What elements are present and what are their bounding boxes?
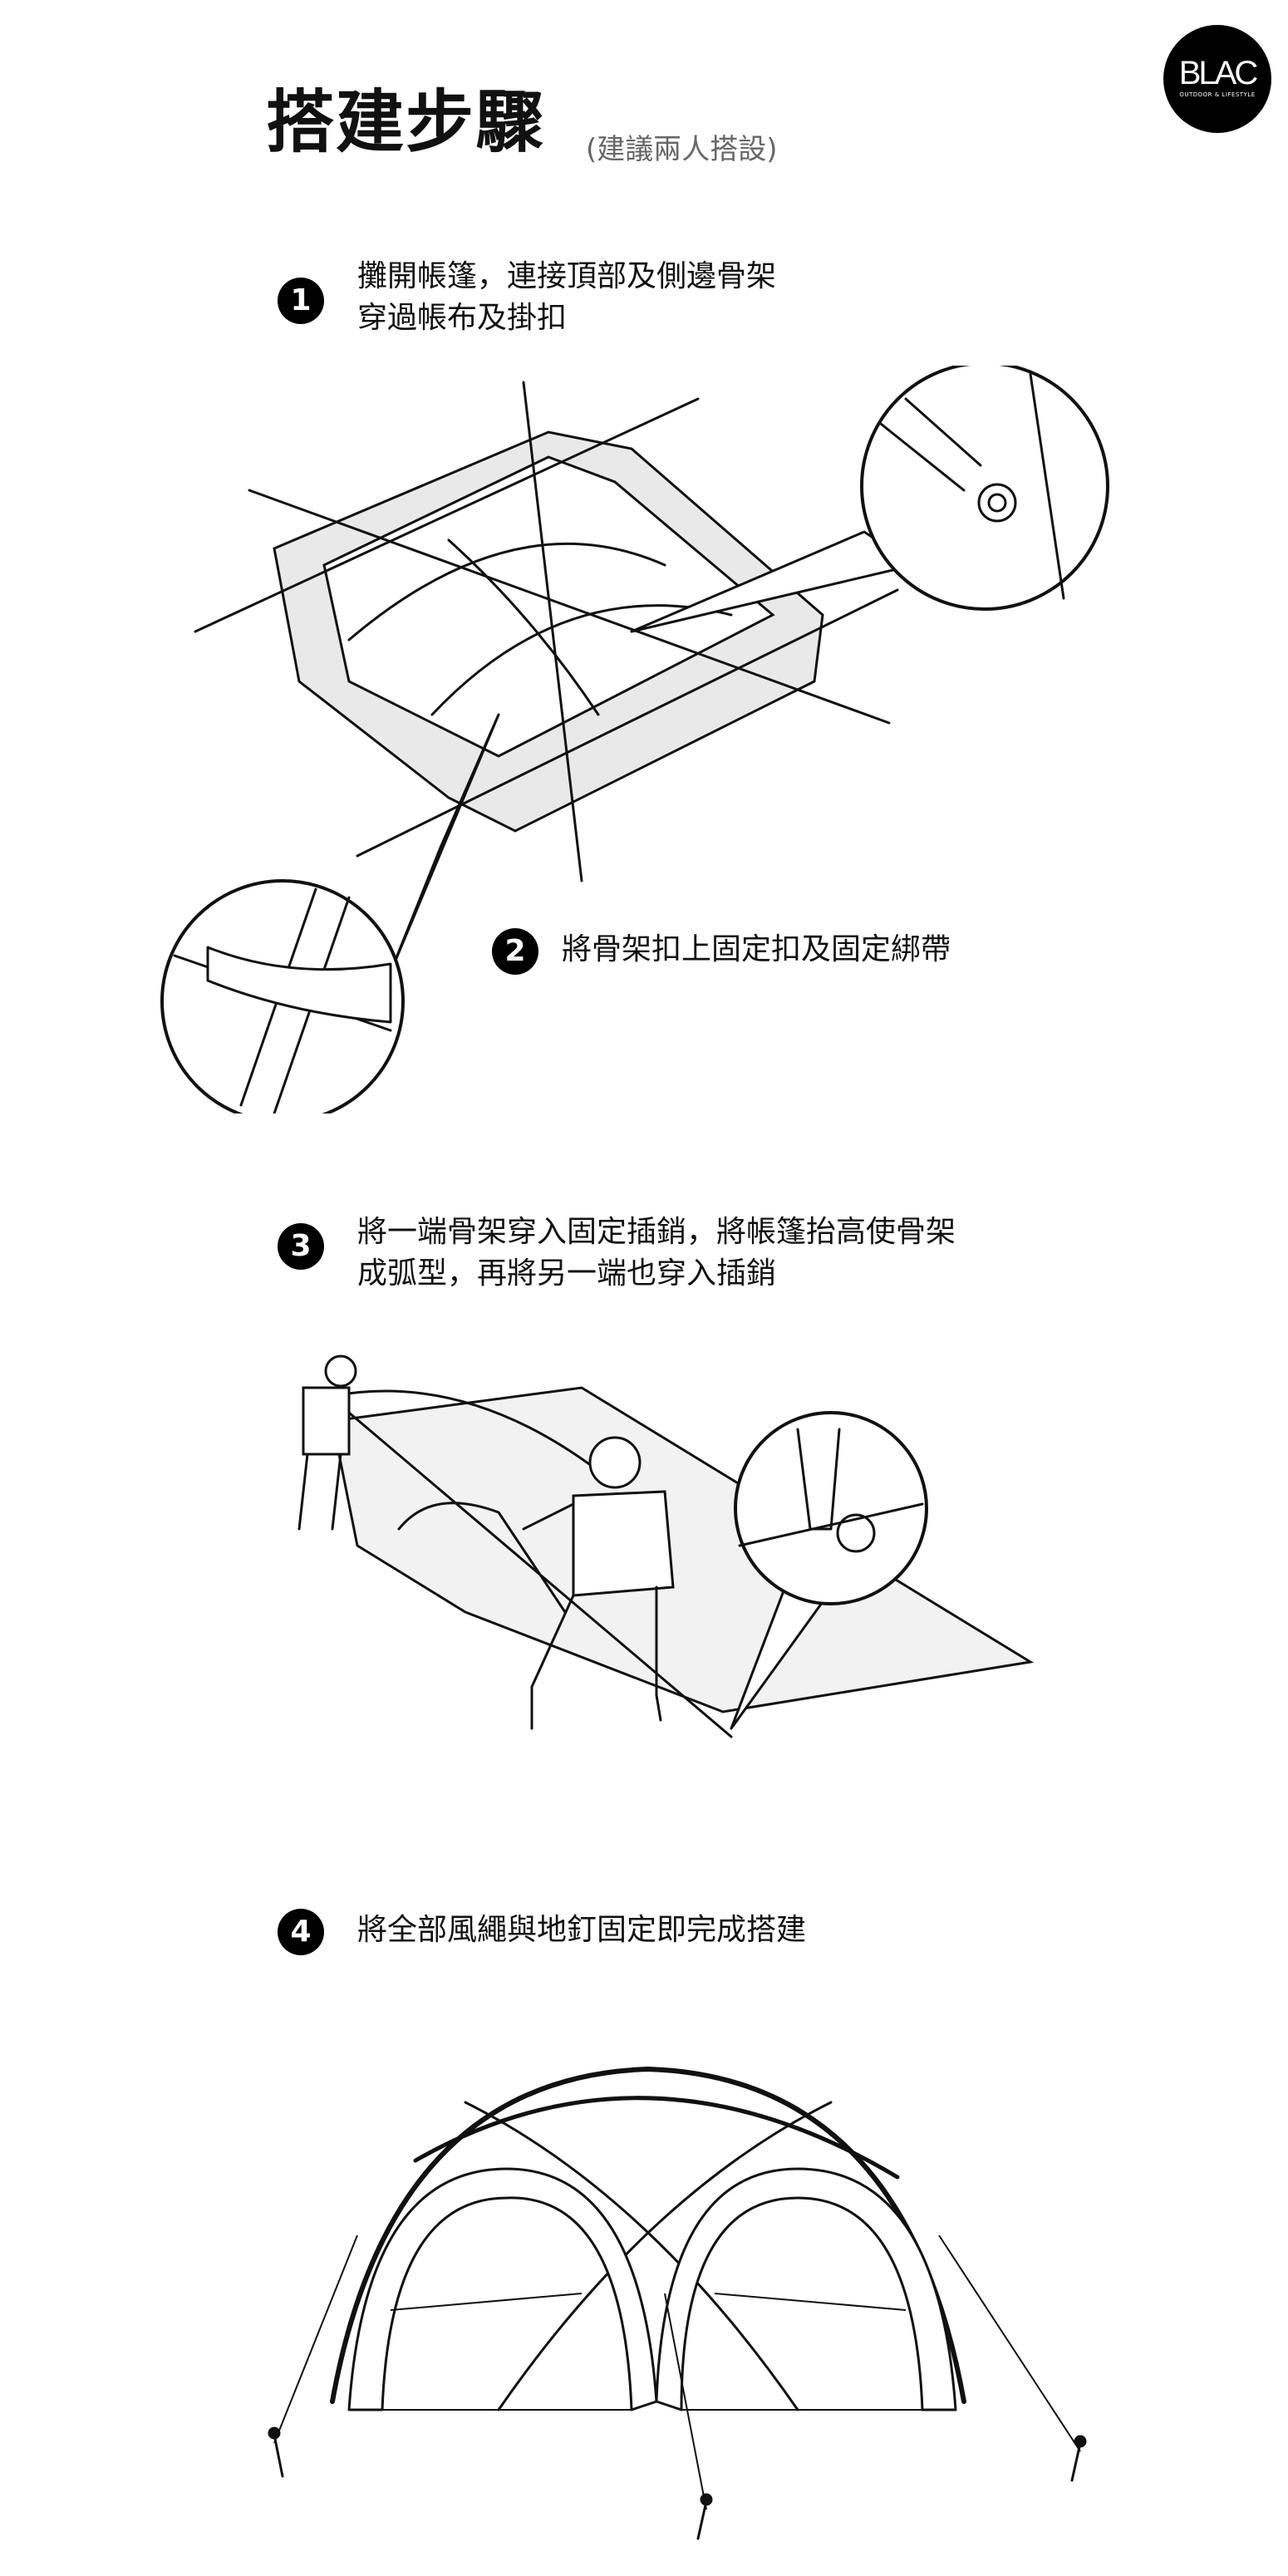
step-3-illustration (297, 1354, 1035, 1738)
step-1-badge: 1 (278, 278, 324, 324)
flat-tent-drawing (194, 381, 899, 882)
step-1-text: 攤開帳篷，連接頂部及側邊骨架 穿過帳布及掛扣 (357, 256, 776, 339)
step-1-line-1: 攤開帳篷，連接頂部及側邊骨架 (357, 259, 777, 293)
detail-magnifier-grommet (630, 366, 1109, 633)
page-subtitle: (建議兩人搭設) (586, 133, 778, 166)
detail-magnifier-pin (730, 1411, 928, 1730)
step-1-2-illustration (160, 366, 1109, 1113)
person-left (297, 1354, 357, 1531)
tent-raising-drawing (331, 1386, 1035, 1738)
step-4-badge: 4 (278, 1909, 324, 1955)
dome-tent-drawing (273, 2067, 1081, 2510)
step-3-line-1: 將一端骨架穿入固定插銷，將帳篷抬高使骨架 (357, 1215, 956, 1249)
person-right (522, 1436, 675, 1730)
logo-tagline: OUTDOOR & LIFESTYLE (1179, 91, 1256, 98)
step-4-text: 將全部風繩與地釘固定即完成搭建 (357, 1910, 806, 1951)
step-4-line-1: 將全部風繩與地釘固定即完成搭建 (357, 1913, 807, 1947)
step-1-line-2: 穿過帳布及掛扣 (357, 301, 568, 335)
step-3-badge: 3 (278, 1223, 324, 1270)
brand-logo: BLAC OUTDOOR & LIFESTYLE (1163, 25, 1271, 133)
step-2-badge: 2 (492, 928, 538, 975)
detail-magnifier-strap (160, 713, 500, 1113)
page-title: 搭建步驟 (266, 83, 546, 162)
step-2-line-1: 將骨架扣上固定扣及固定綁帶 (562, 932, 951, 966)
step-3-line-2: 成弧型，再將另一端也穿入插銷 (357, 1256, 777, 1290)
step-3-text: 將一端骨架穿入固定插銷，將帳篷抬高使骨架 成弧型，再將另一端也穿入插銷 (357, 1212, 956, 1295)
step-2-text: 將骨架扣上固定扣及固定綁帶 (562, 929, 951, 971)
step-4-illustration (268, 2067, 1087, 2540)
ground-stakes (268, 2426, 1087, 2540)
logo-wordmark: BLAC (1178, 55, 1259, 91)
